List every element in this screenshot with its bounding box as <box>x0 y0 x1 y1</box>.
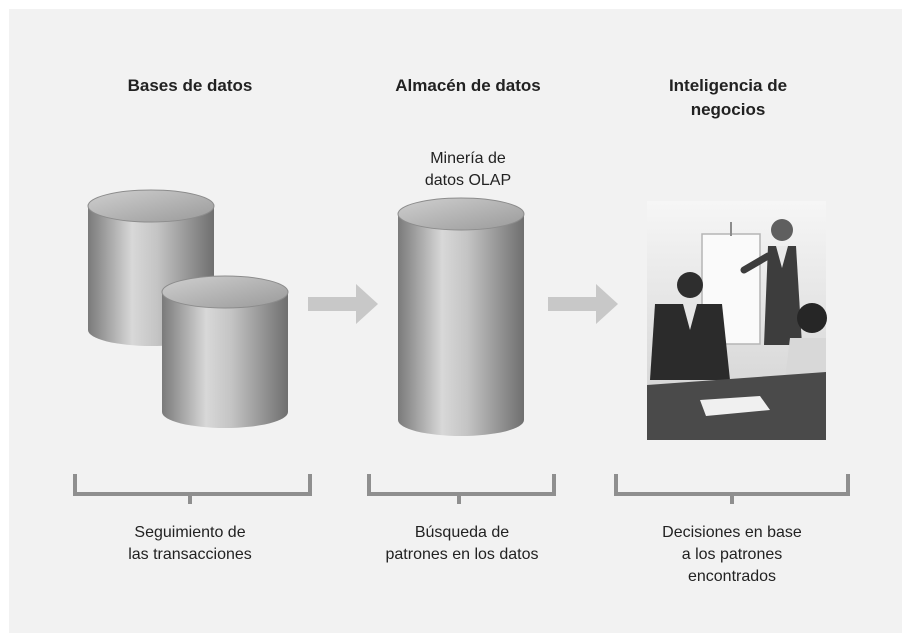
arrow-right-icon-2 <box>548 284 618 324</box>
database-cylinder-front <box>161 275 289 428</box>
heading-databases: Bases de datos <box>127 76 253 95</box>
heading-business-intelligence: Inteligencia de negocios <box>668 76 788 119</box>
subheading-olap-mining: Minería de datos OLAP <box>424 150 512 189</box>
business-meeting-photo <box>647 201 827 440</box>
bracket-business-intelligence <box>614 474 850 504</box>
arrow-right-icon <box>308 284 378 324</box>
caption-transaction-tracking: Seguimiento de las transacciones <box>128 524 252 563</box>
heading-data-warehouse: Almacén de datos <box>395 76 541 95</box>
caption-pattern-decisions: Decisiones en base a los patrones encont… <box>662 524 802 585</box>
data-warehouse-cylinder <box>397 197 525 436</box>
bracket-databases <box>73 474 312 504</box>
bracket-data-warehouse <box>367 474 556 504</box>
caption-pattern-search: Búsqueda de patrones en los datos <box>385 524 539 563</box>
